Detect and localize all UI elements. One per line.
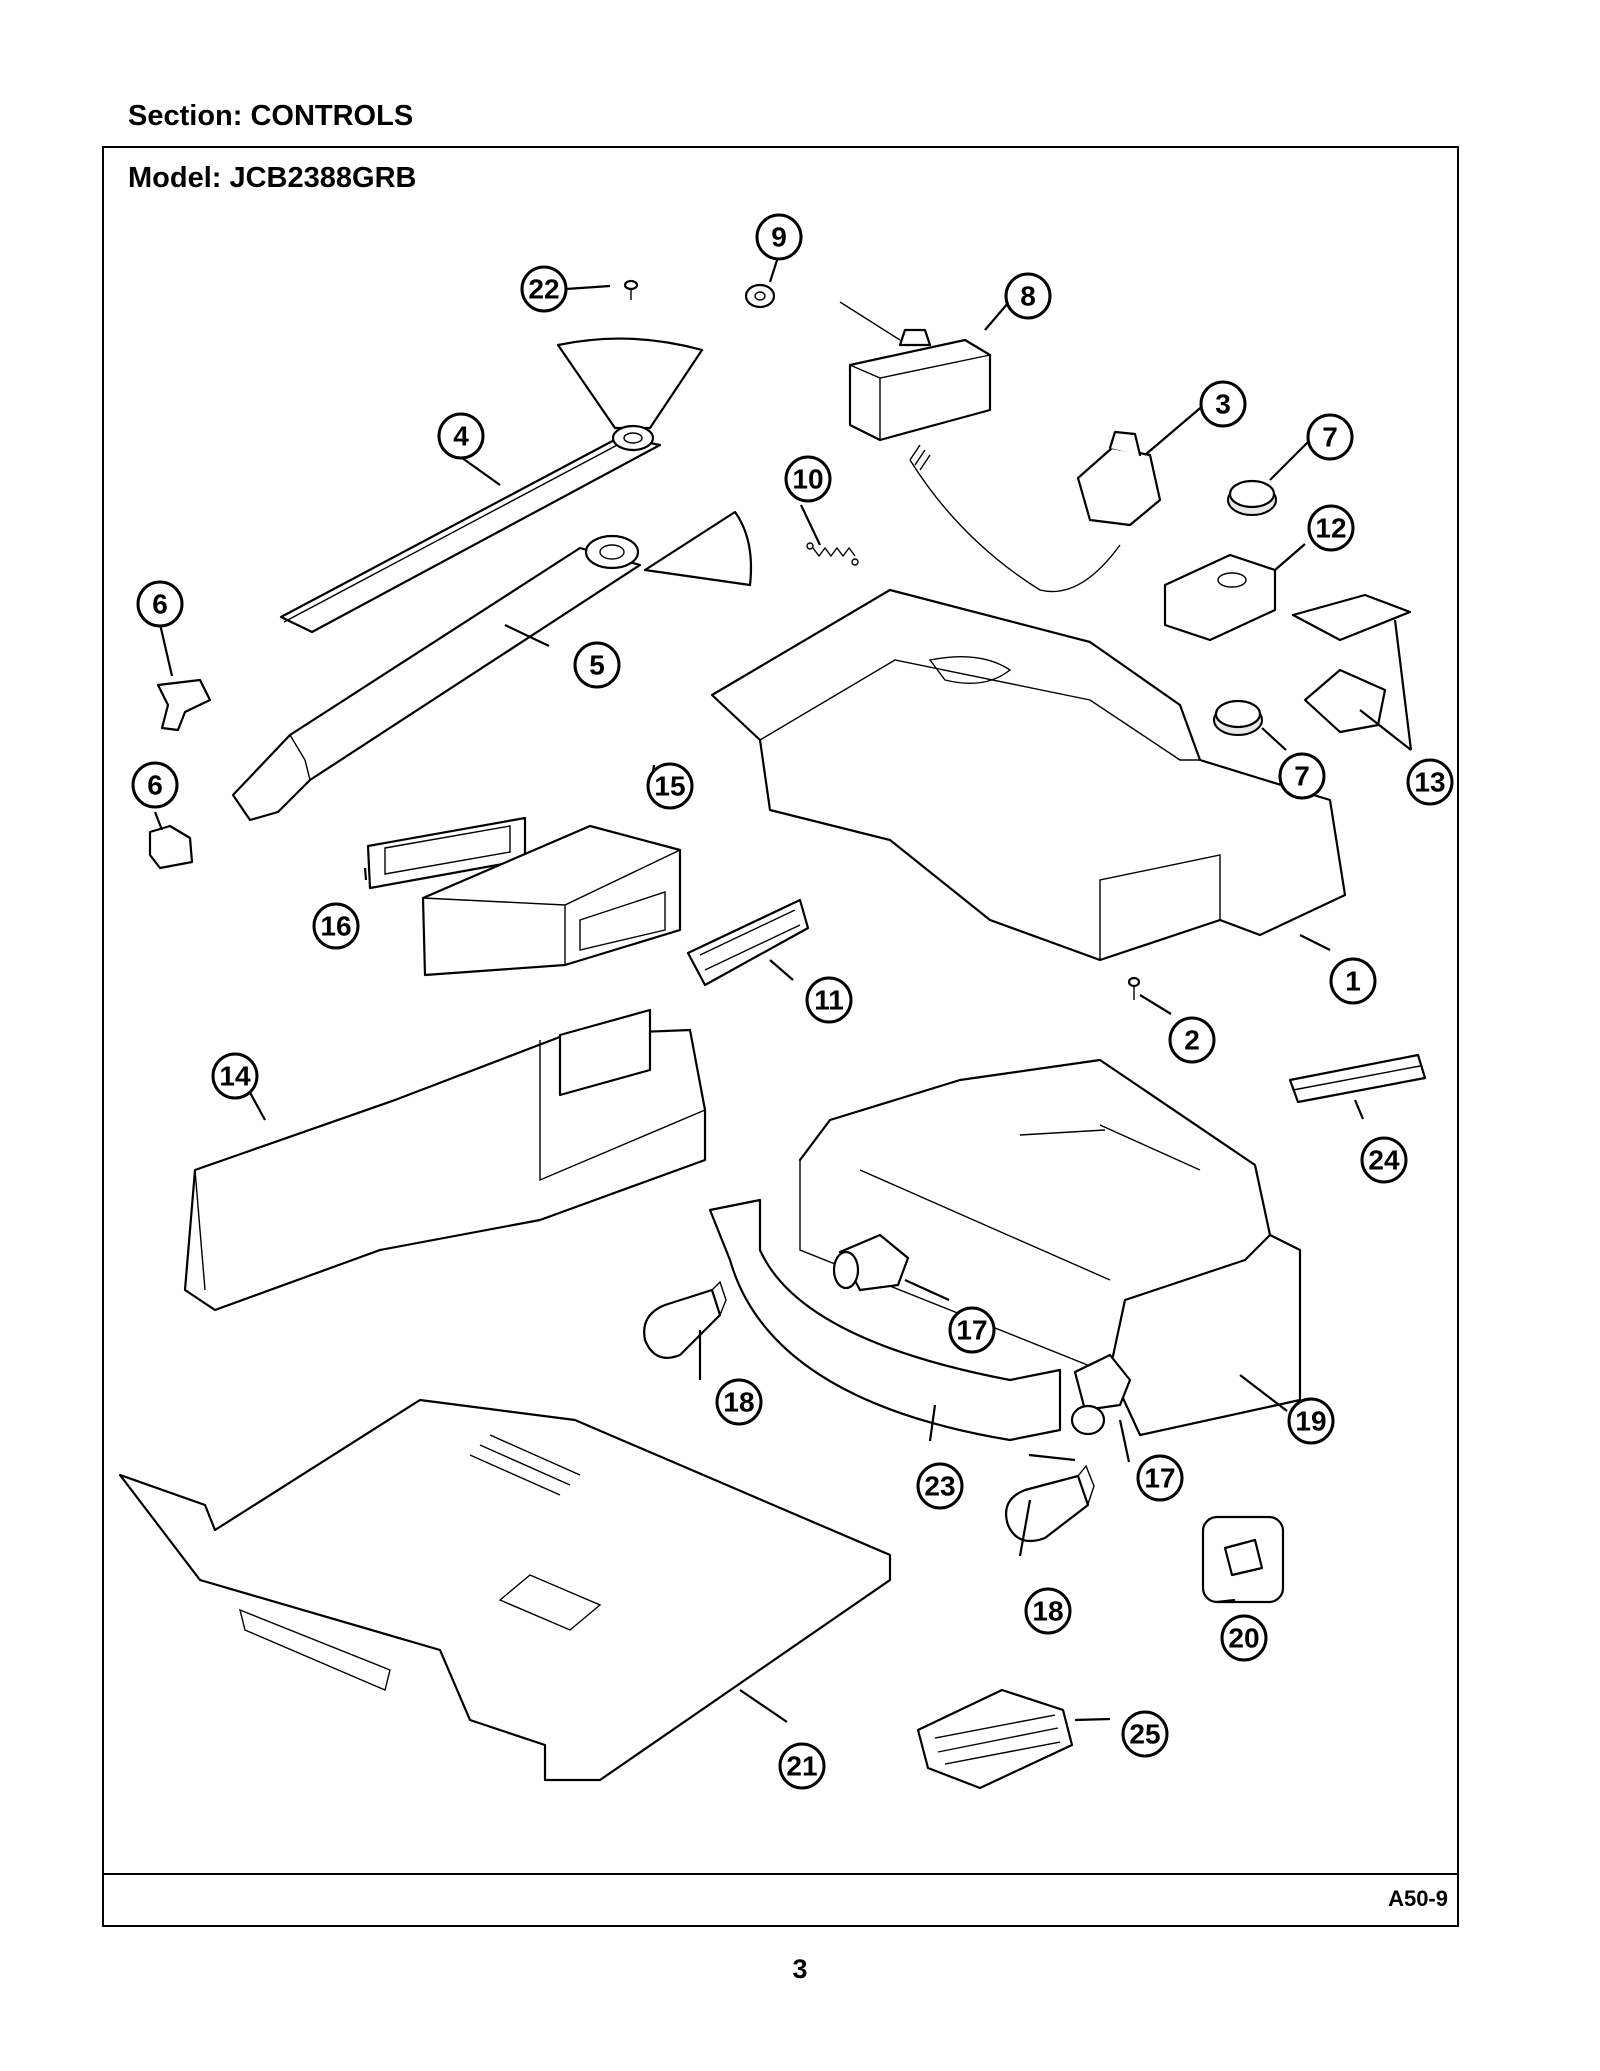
part-24-trim-strip [1288, 1053, 1427, 1104]
callout-23: 23 [916, 1462, 964, 1510]
part-2-screw [1127, 976, 1141, 1000]
part-3-thermostat [909, 430, 1162, 593]
part-13-control-housing [1291, 593, 1412, 734]
svg-text:14: 14 [219, 1061, 251, 1092]
svg-text:10: 10 [792, 464, 823, 495]
svg-text:15: 15 [654, 771, 685, 802]
callout-9: 9 [755, 213, 803, 261]
svg-text:2: 2 [1184, 1025, 1200, 1056]
callout-4: 4 [437, 412, 485, 460]
part-11-filter [686, 898, 810, 987]
callout-18-lower: 18 [1024, 1587, 1072, 1635]
callout-18-upper: 18 [715, 1378, 763, 1426]
callout-6-lower: 6 [131, 761, 179, 809]
part-18-bulb-upper [643, 1280, 727, 1359]
page-number: 3 [792, 1954, 808, 1984]
svg-text:24: 24 [1368, 1145, 1400, 1176]
callout-17-lower: 17 [1136, 1454, 1184, 1502]
svg-text:25: 25 [1129, 1719, 1160, 1750]
callout-22: 22 [520, 265, 568, 313]
svg-text:6: 6 [152, 589, 168, 620]
callout-1: 1 [1329, 957, 1377, 1005]
svg-text:23: 23 [924, 1471, 955, 1502]
part-6-clip-lower [148, 824, 194, 870]
part-12-bracket [1163, 553, 1277, 642]
part-7-knob-lower [1213, 699, 1263, 736]
callout-11: 11 [805, 976, 853, 1024]
part-8-damper-control [839, 301, 992, 442]
callout-10: 10 [784, 455, 832, 503]
svg-text:18: 18 [1032, 1596, 1063, 1627]
callout-12: 12 [1307, 504, 1355, 552]
part-15-air-duct [421, 824, 682, 977]
part-25-grille [916, 1688, 1074, 1790]
part-10-spring [806, 542, 859, 566]
svg-text:20: 20 [1228, 1623, 1259, 1654]
part-22-screw [623, 279, 639, 300]
part-1-control-housing [710, 588, 1347, 962]
svg-text:19: 19 [1295, 1406, 1326, 1437]
reference-code: A50-9 [1388, 1886, 1448, 1911]
callout-3: 3 [1199, 380, 1247, 428]
callout-16: 16 [312, 902, 360, 950]
svg-text:18: 18 [723, 1387, 754, 1418]
svg-text:17: 17 [956, 1315, 987, 1346]
part-17-socket-upper [832, 1233, 910, 1292]
svg-text:12: 12 [1315, 513, 1346, 544]
callout-6-upper: 6 [136, 580, 184, 628]
part-4-slide-arm [279, 337, 704, 634]
svg-text:4: 4 [453, 421, 469, 452]
part-21-dispenser-tray [118, 1398, 892, 1782]
part-5-slide-arm [231, 510, 753, 822]
callout-24: 24 [1360, 1136, 1408, 1184]
svg-text:16: 16 [320, 911, 351, 942]
svg-text:1: 1 [1345, 966, 1361, 997]
callout-17-upper: 17 [948, 1306, 996, 1354]
diagram-frame [102, 146, 1459, 1927]
callout-13: 13 [1406, 758, 1454, 806]
callout-7-lower: 7 [1278, 752, 1326, 800]
callout-5: 5 [573, 641, 621, 689]
part-7-knob-upper [1227, 479, 1277, 516]
callout-21: 21 [778, 1742, 826, 1790]
section-title: Section: CONTROLS [128, 100, 414, 132]
svg-text:8: 8 [1020, 281, 1036, 312]
svg-text:22: 22 [528, 274, 559, 305]
callout-8: 8 [1004, 272, 1052, 320]
callout-20: 20 [1220, 1614, 1268, 1662]
svg-text:7: 7 [1322, 422, 1338, 453]
svg-text:13: 13 [1414, 767, 1445, 798]
callout-19: 19 [1287, 1397, 1335, 1445]
svg-text:6: 6 [147, 770, 163, 801]
svg-text:5: 5 [589, 650, 605, 681]
svg-text:7: 7 [1294, 761, 1310, 792]
svg-text:3: 3 [1215, 389, 1231, 420]
svg-text:9: 9 [771, 222, 787, 253]
part-9-grommet [744, 283, 776, 309]
svg-text:17: 17 [1144, 1463, 1175, 1494]
part-14-air-channel [183, 1008, 707, 1312]
callout-14: 14 [211, 1052, 259, 1100]
part-6-clip-upper [156, 678, 212, 732]
part-23-light-shield [708, 1198, 1062, 1442]
callout-7-upper: 7 [1306, 413, 1354, 461]
part-19-lamp-housing [798, 1058, 1302, 1437]
part-18-bulb-lower [1004, 1464, 1095, 1543]
svg-text:11: 11 [814, 985, 844, 1016]
part-20-switch [1201, 1515, 1285, 1604]
part-17-socket-lower [1070, 1353, 1132, 1436]
callout-25: 25 [1121, 1710, 1169, 1758]
callout-2: 2 [1168, 1016, 1216, 1064]
model-title: Model: JCB2388GRB [128, 162, 417, 194]
callout-15: 15 [646, 762, 694, 810]
svg-text:21: 21 [786, 1751, 817, 1782]
footer-divider [102, 1873, 1459, 1875]
